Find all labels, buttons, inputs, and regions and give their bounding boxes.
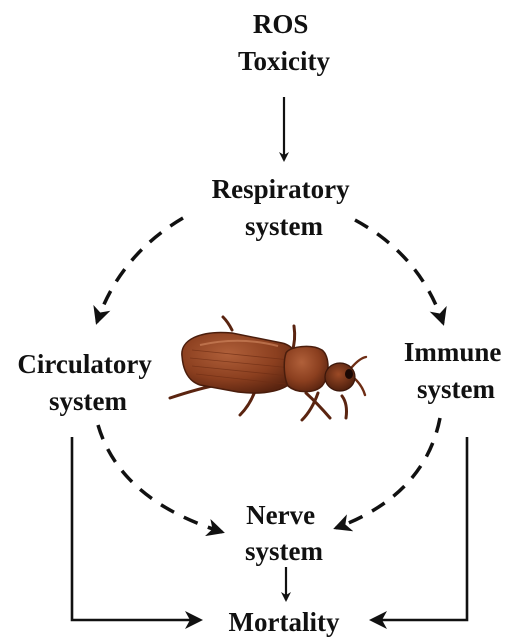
arrow-immune-to-mortality [372, 437, 467, 620]
immune-label-line-2: system [417, 374, 495, 404]
respiratory-label-line-1: Respiratory [212, 174, 350, 204]
arrow-immune-to-nerve [336, 418, 440, 528]
nerve-label-line-2: system [245, 536, 323, 566]
circulatory-label-line-2: system [49, 386, 127, 416]
circulatory-label: Circulatory system [17, 349, 158, 416]
immune-label: Immune system [404, 337, 508, 404]
nerve-label: Nerve system [245, 500, 323, 566]
circulatory-label-line-1: Circulatory [17, 349, 152, 379]
arrow-respiratory-to-circulatory [97, 218, 183, 322]
ros-label-line-2: Toxicity [238, 46, 331, 76]
beetle-illustration [170, 317, 366, 420]
arrow-circulatory-to-nerve [98, 425, 222, 532]
respiratory-label: Respiratory system [212, 174, 357, 241]
mortality-label: Mortality [229, 607, 340, 637]
ros-label-line-1: ROS [253, 9, 309, 39]
respiratory-label-line-2: system [245, 211, 323, 241]
arrow-circulatory-to-mortality [72, 437, 200, 620]
arrow-respiratory-to-immune [355, 220, 443, 323]
nerve-label-line-1: Nerve [246, 500, 315, 530]
mortality-label-line-1: Mortality [229, 607, 340, 637]
ros-label: ROS Toxicity [238, 9, 331, 76]
immune-label-line-1: Immune [404, 337, 502, 367]
